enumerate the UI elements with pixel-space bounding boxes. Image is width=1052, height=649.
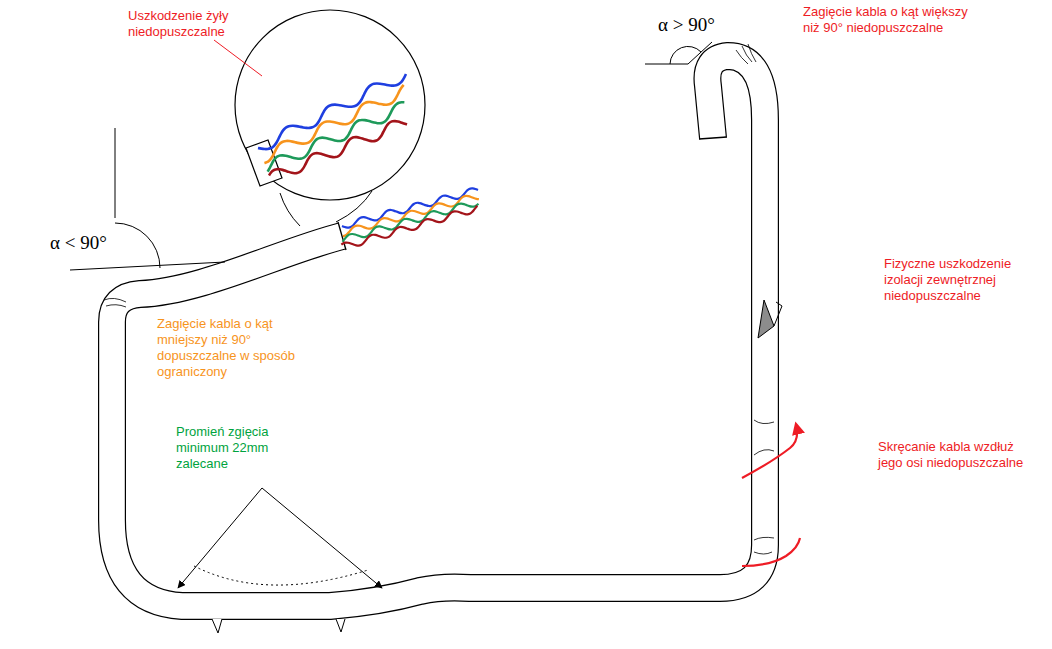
warning-note: Zagięcie kabla o kąt większy niż 90° nie… xyxy=(803,4,973,36)
recommendation-note: Promień zgięcia minimum 22mm zalecane xyxy=(176,424,296,472)
angle-label: α < 90° xyxy=(50,232,107,254)
warning-note: Skręcanie kabla wzdłuż jego osi niedopus… xyxy=(878,439,1028,471)
wire xyxy=(269,121,407,175)
angle-mark xyxy=(645,42,712,64)
caution-note: Zagięcie kabla o kąt mniejszy niż 90° do… xyxy=(157,316,317,380)
angle-label: α > 90° xyxy=(658,14,715,36)
wire xyxy=(268,102,405,171)
cable xyxy=(104,44,782,633)
cable-wires xyxy=(341,188,479,245)
wire xyxy=(258,74,406,149)
warning-note: Uszkodzenie żyły niedopuszczalne xyxy=(128,8,240,40)
wire xyxy=(341,206,477,246)
leader-line xyxy=(214,40,262,76)
magnifier xyxy=(235,10,425,226)
wire xyxy=(342,204,478,242)
bend-radius xyxy=(178,488,382,588)
twist-arrow xyxy=(742,424,800,566)
warning-note: Fizyczne uszkodzenie izolacji zewnętrzne… xyxy=(884,256,1034,304)
